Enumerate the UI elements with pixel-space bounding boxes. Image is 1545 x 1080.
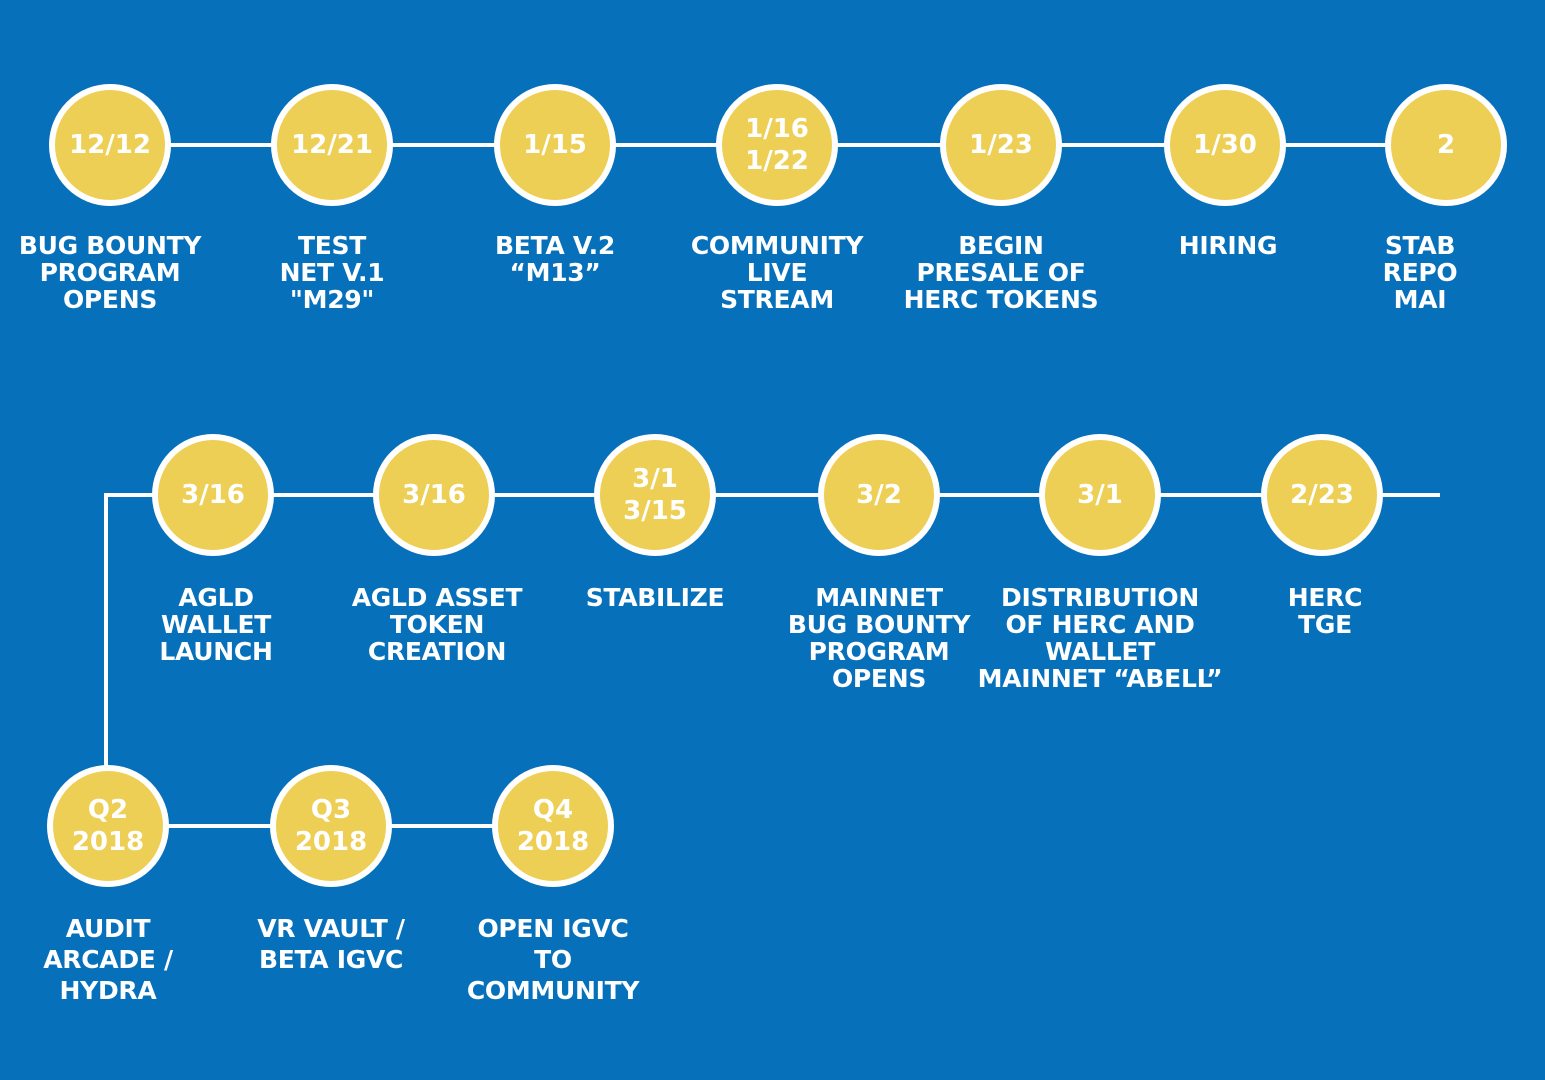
milestone-date-circle: 3/16 (152, 434, 274, 556)
milestone-date-text: 1/23 (969, 130, 1033, 160)
milestone-date-circle: 2 (1385, 84, 1507, 206)
milestone-date-text: 2018 (516, 827, 590, 857)
milestone-label-line: STABILIZE (585, 583, 725, 612)
milestone-label: BETA V.2“M13” (430, 232, 680, 286)
milestone-label-line: MAINNET “ABELL” (977, 664, 1223, 693)
milestone-label-line: OPENS (62, 285, 158, 314)
milestone-date-text: 3/16 (402, 480, 466, 510)
milestone-label-line: LIVE (746, 258, 808, 287)
milestone-date-circle: 12/21 (271, 84, 393, 206)
milestone-label-line: STAB (1384, 231, 1456, 260)
milestone-label-line: REPO (1382, 258, 1458, 287)
milestone-date-circle: 1/30 (1164, 84, 1286, 206)
milestone-date-text: Q4 (532, 795, 574, 825)
milestone-label-line: LAUNCH (159, 637, 273, 666)
milestone-label-line: OF HERC AND (1005, 610, 1195, 639)
milestone-date-text: 1/16 (745, 114, 809, 144)
milestone-label-line: HERC TOKENS (903, 285, 1099, 314)
milestone-label-line: COMMUNITY (466, 976, 640, 1005)
milestone-label-line: PRESALE OF (916, 258, 1086, 287)
milestone-label-line: ARCADE / (43, 945, 173, 974)
milestone-date-text: Q3 (310, 795, 352, 825)
milestone-label-line: WALLET (1045, 637, 1155, 666)
milestone-label-line: BETA IGVC (258, 945, 404, 974)
milestone-label-line: STREAM (720, 285, 834, 314)
milestone-label-line: BETA V.2 (495, 231, 615, 260)
milestone-label-line: AGLD (178, 583, 254, 612)
milestone-label: STABILIZE (530, 584, 780, 611)
milestone-date-text: 12/21 (291, 130, 373, 160)
milestone-label-line: TEST (298, 231, 366, 260)
milestone-label-line: HYDRA (59, 976, 157, 1005)
milestone-date-text: 3/1 (632, 464, 678, 494)
milestone-date-text: 3/1 (1077, 480, 1123, 510)
milestone-label-line: HERC (1287, 583, 1363, 612)
milestone-date-circle: 1/15 (494, 84, 616, 206)
milestone-date-text: 3/15 (623, 496, 687, 526)
milestone-label-line: AGLD ASSET (351, 583, 523, 612)
milestone-date-text: 1/15 (523, 130, 587, 160)
milestone-label-line: NET V.1 (279, 258, 385, 287)
milestone-label-line: TGE (1298, 610, 1352, 639)
milestone-date-circle: 1/23 (940, 84, 1062, 206)
milestone-label-line: HIRING (1178, 231, 1278, 260)
milestone-date-text: 2018 (71, 827, 145, 857)
timeline-connector-row2 (104, 493, 1440, 497)
milestone-label-line: TOKEN (389, 610, 485, 639)
milestone-date-text: Q2 (87, 795, 129, 825)
milestone-date-circle: 12/12 (49, 84, 171, 206)
milestone-date-text: 2 (1436, 130, 1456, 160)
milestone-label-line: OPEN IGVC (477, 914, 629, 943)
milestone-label-line: BUG BOUNTY (18, 231, 202, 260)
milestone-label: VR VAULT /BETA IGVC (206, 913, 456, 975)
milestone-date-text: 1/30 (1193, 130, 1257, 160)
milestone-label-line: CREATION (367, 637, 507, 666)
milestone-date-text: 12/12 (69, 130, 151, 160)
milestone-label-line: “M13” (509, 258, 601, 287)
milestone-label-line: TO (534, 945, 572, 974)
milestone-date-text: 3/2 (856, 480, 902, 510)
milestone-label-line: AUDIT (65, 914, 151, 943)
milestone-date-circle: 2/23 (1261, 434, 1383, 556)
milestone-date-circle: 3/16 (373, 434, 495, 556)
milestone-date-text: 2/23 (1290, 480, 1354, 510)
milestone-label-line: PROGRAM (808, 637, 950, 666)
milestone-label-line: BUG BOUNTY (787, 610, 971, 639)
milestone-date-circle: 3/2 (818, 434, 940, 556)
milestone-date-circle: 3/1 (1039, 434, 1161, 556)
milestone-label-line: WALLET (161, 610, 271, 639)
milestone-label-line: DISTRIBUTION (1001, 583, 1199, 612)
milestone-date-text: 3/16 (181, 480, 245, 510)
milestone-date-text: 2018 (294, 827, 368, 857)
milestone-label: HIRING (1103, 232, 1353, 259)
milestone-label-line: MAI (1393, 285, 1447, 314)
milestone-label-line: COMMUNITY (690, 231, 864, 260)
timeline-connector-vertical (104, 493, 108, 828)
milestone-label-line: VR VAULT / (257, 914, 405, 943)
milestone-label-line: "M29" (289, 285, 375, 314)
milestone-label-line: BEGIN (958, 231, 1044, 260)
milestone-label-line: OPENS (831, 664, 927, 693)
milestone-label-line: MAINNET (815, 583, 943, 612)
milestone-date-text: 1/22 (745, 146, 809, 176)
milestone-label-line: PROGRAM (39, 258, 181, 287)
